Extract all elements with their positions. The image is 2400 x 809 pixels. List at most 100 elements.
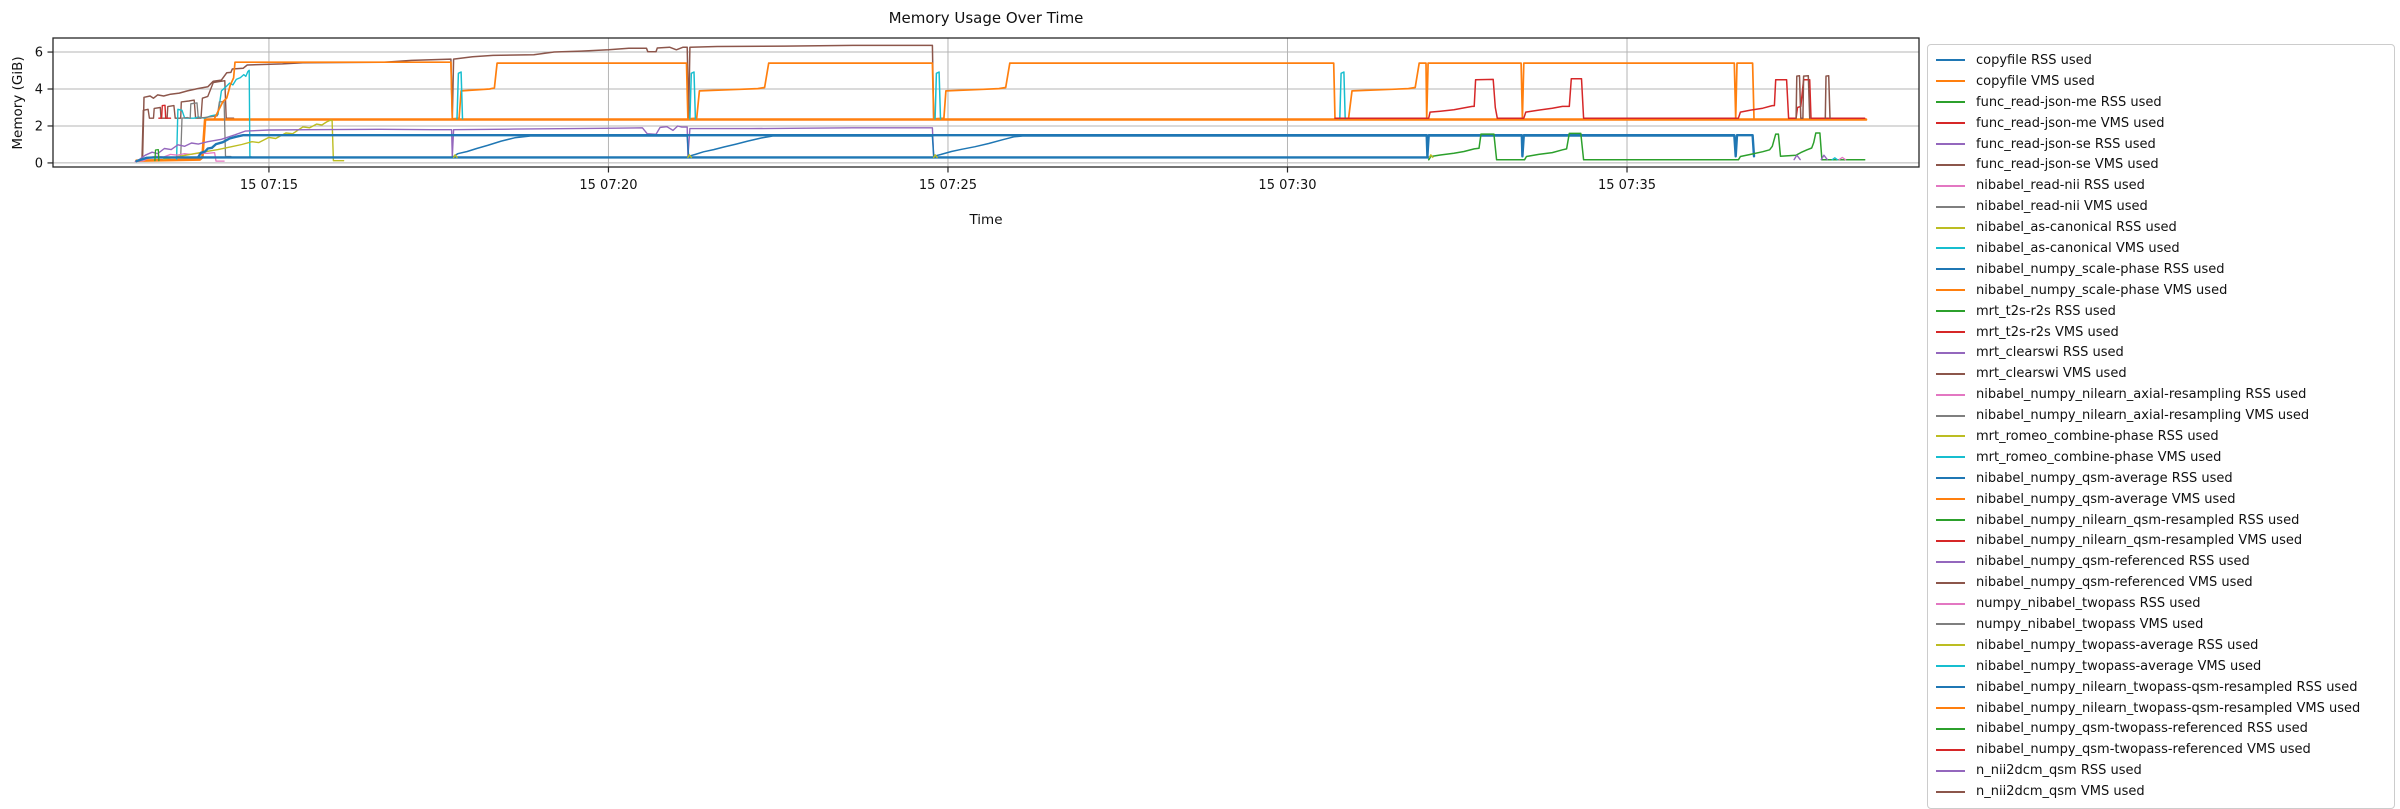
legend-line-swatch [1936, 393, 1965, 396]
x-tick-label: 15 07:15 [240, 178, 298, 193]
legend-label: nibabel_numpy_twopass-average VMS used [1976, 658, 2262, 674]
legend-label: nibabel_numpy_qsm-twopass-referenced RSS… [1976, 721, 2308, 737]
series-line [456, 71, 464, 120]
series-line [1339, 71, 1346, 120]
legend-label: mrt_clearswi VMS used [1976, 366, 2127, 382]
legend-line-swatch [1936, 184, 1965, 187]
legend-label: func_read-json-se VMS used [1976, 157, 2159, 173]
legend-label: nibabel_read-nii VMS used [1976, 199, 2148, 215]
legend-label: nibabel_read-nii RSS used [1976, 178, 2145, 194]
legend-label: nibabel_numpy_nilearn_twopass-qsm-resamp… [1976, 679, 2358, 695]
legend-item: func_read-json-se VMS used [1936, 154, 2388, 175]
legend-item: copyfile VMS used [1936, 71, 2388, 92]
legend-label: mrt_clearswi RSS used [1976, 345, 2124, 361]
legend-label: nibabel_numpy_twopass-average RSS used [1976, 637, 2259, 653]
plot-border [52, 37, 1920, 168]
legend-item: nibabel_numpy_twopass-average VMS used [1936, 656, 2388, 677]
legend-label: nibabel_numpy_qsm-referenced RSS used [1976, 554, 2250, 570]
legend-item: nibabel_numpy_scale-phase RSS used [1936, 259, 2388, 280]
series-line [1838, 156, 1847, 161]
legend-line-swatch [1936, 310, 1965, 313]
legend-line-swatch [1936, 623, 1965, 626]
series-line [1427, 132, 1866, 161]
legend-line-swatch [1936, 644, 1965, 647]
legend-line-swatch [1936, 372, 1965, 375]
y-tick-label: 0 [35, 156, 43, 171]
legend-line-swatch [1936, 226, 1965, 229]
legend-item: n_nii2dcm_qsm RSS used [1936, 760, 2388, 781]
legend-label: nibabel_numpy_qsm-average VMS used [1976, 491, 2236, 507]
legend-label: n_nii2dcm_qsm VMS used [1976, 784, 2145, 800]
series-line [213, 61, 1755, 120]
legend-label: nibabel_numpy_qsm-referenced VMS used [1976, 575, 2253, 591]
legend-label: nibabel_numpy_qsm-average RSS used [1976, 470, 2233, 486]
legend-label: nibabel_numpy_qsm-twopass-referenced VMS… [1976, 742, 2311, 758]
series-line [689, 71, 697, 120]
legend-line-swatch [1936, 477, 1965, 480]
series-line [1824, 74, 1831, 119]
legend-item: mrt_t2s-r2s RSS used [1936, 301, 2388, 322]
series-line [934, 71, 942, 120]
legend-line-swatch [1936, 456, 1965, 459]
chart-legend: copyfile RSS used copyfile VMS used func_r… [1927, 44, 2395, 809]
legend-label: nibabel_numpy_nilearn_axial-resampling R… [1976, 387, 2307, 403]
legend-line-swatch [1936, 414, 1965, 417]
legend-item: nibabel_numpy_nilearn_twopass-qsm-resamp… [1936, 677, 2388, 698]
legend-label: copyfile RSS used [1976, 52, 2092, 68]
legend-item: nibabel_numpy_scale-phase VMS used [1936, 280, 2388, 301]
legend-line-swatch [1936, 748, 1965, 751]
y-tick-label: 2 [35, 119, 43, 134]
legend-item: func_read-json-se RSS used [1936, 134, 2388, 155]
legend-line-swatch [1936, 163, 1965, 166]
legend-label: func_read-json-se RSS used [1976, 136, 2156, 152]
legend-label: nibabel_numpy_nilearn_qsm-resampled RSS … [1976, 512, 2300, 528]
legend-line-swatch [1936, 790, 1965, 793]
legend-label: mrt_romeo_combine-phase VMS used [1976, 449, 2222, 465]
legend-line-swatch [1936, 143, 1965, 145]
legend-line-swatch [1936, 331, 1965, 334]
series-line [135, 156, 1430, 163]
legend-line-swatch [1936, 665, 1965, 668]
legend-item: mrt_clearswi RSS used [1936, 342, 2388, 363]
legend-item: mrt_romeo_combine-phase VMS used [1936, 447, 2388, 468]
legend-line-swatch [1936, 59, 1965, 62]
series-line [1795, 74, 1811, 119]
legend-item: mrt_clearswi VMS used [1936, 363, 2388, 384]
legend-item: nibabel_numpy_nilearn_axial-resampling V… [1936, 405, 2388, 426]
legend-item: nibabel_numpy_nilearn_axial-resampling R… [1936, 384, 2388, 405]
y-tick-label: 4 [35, 83, 43, 98]
legend-item: nibabel_numpy_nilearn_qsm-resampled RSS … [1936, 510, 2388, 531]
legend-line-swatch [1936, 268, 1965, 271]
legend-line-swatch [1936, 498, 1965, 501]
legend-line-swatch [1936, 247, 1965, 250]
legend-item: func_read-json-me RSS used [1936, 92, 2388, 113]
legend-line-swatch [1936, 686, 1965, 689]
legend-label: numpy_nibabel_twopass VMS used [1976, 616, 2204, 632]
chart-title: Memory Usage Over Time [888, 9, 1084, 27]
x-tick-label: 15 07:35 [1598, 178, 1656, 193]
series-line [1831, 157, 1839, 161]
series-line [933, 154, 938, 159]
legend-label: copyfile VMS used [1976, 73, 2095, 89]
legend-label: nibabel_as-canonical RSS used [1976, 220, 2177, 236]
series-line [687, 154, 692, 159]
legend-item: nibabel_read-nii VMS used [1936, 196, 2388, 217]
legend-item: mrt_romeo_combine-phase RSS used [1936, 426, 2388, 447]
legend-line-swatch [1936, 539, 1965, 542]
legend-item: nibabel_numpy_nilearn_twopass-qsm-resamp… [1936, 698, 2388, 719]
legend-label: mrt_t2s-r2s RSS used [1976, 303, 2116, 319]
legend-item: nibabel_numpy_qsm-twopass-referenced RSS… [1936, 719, 2388, 740]
legend-item: mrt_t2s-r2s VMS used [1936, 322, 2388, 343]
series-line [1820, 154, 1828, 161]
legend-label: func_read-json-me RSS used [1976, 94, 2162, 110]
legend-line-swatch [1936, 289, 1965, 292]
legend-line-swatch [1936, 80, 1965, 83]
legend-label: func_read-json-me VMS used [1976, 115, 2165, 131]
legend-line-swatch [1936, 560, 1965, 563]
x-tick-label: 15 07:30 [1258, 178, 1316, 193]
legend-item: nibabel_as-canonical VMS used [1936, 238, 2388, 259]
legend-item: nibabel_read-nii RSS used [1936, 175, 2388, 196]
x-axis-label: Time [969, 212, 1003, 228]
legend-label: nibabel_numpy_scale-phase VMS used [1976, 282, 2228, 298]
